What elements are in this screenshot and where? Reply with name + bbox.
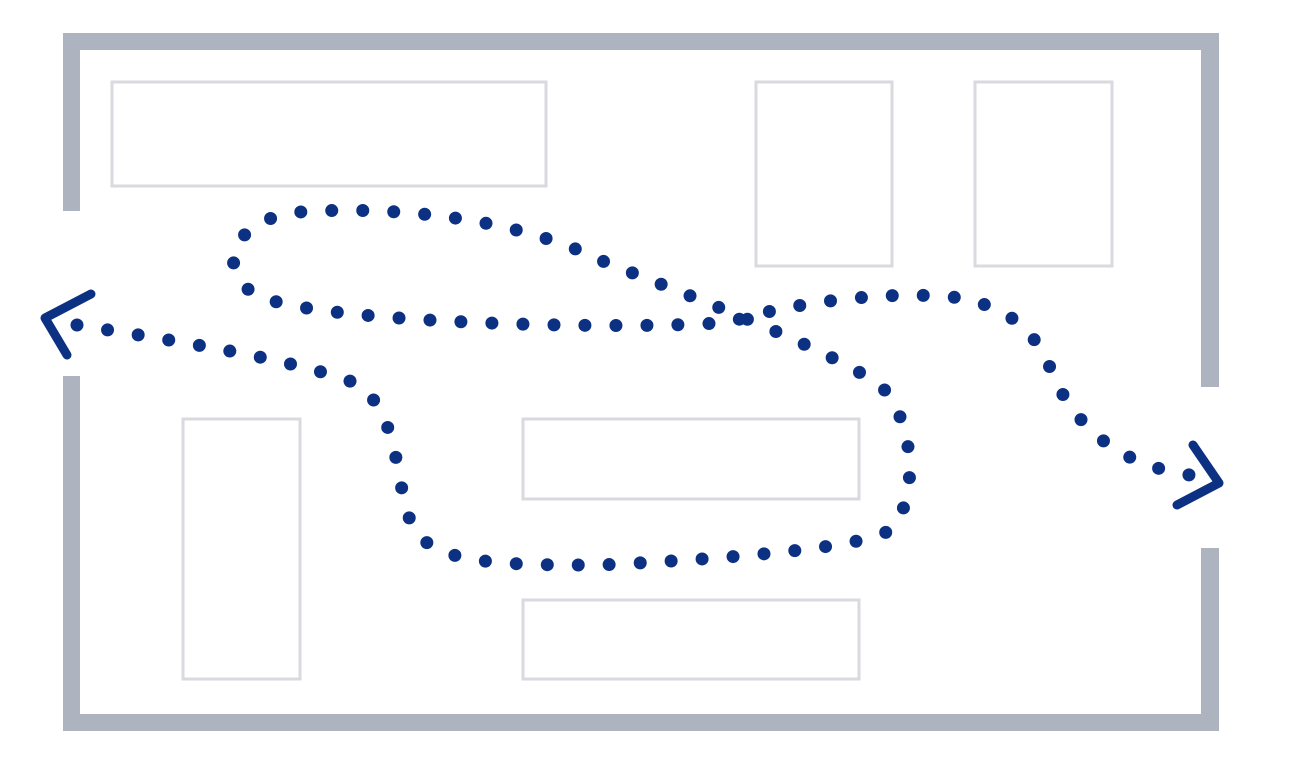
arrow-right-icon: [1172, 440, 1224, 510]
shelf-center-lower: [521, 598, 861, 681]
shelf-center-upper: [521, 417, 861, 501]
dotted-path: [70, 203, 1197, 572]
wall-bottom: [63, 714, 1219, 731]
shelf-top-right: [973, 80, 1114, 268]
wall-right-upper: [1201, 33, 1219, 387]
shelf-top-left: [110, 80, 548, 188]
shelves: [110, 80, 1114, 681]
wall-top: [63, 33, 1219, 50]
shelf-top-middle: [754, 80, 894, 268]
walls: [63, 33, 1219, 731]
wall-left-upper: [63, 33, 80, 211]
wall-left-lower: [63, 376, 80, 731]
wall-right-lower: [1201, 548, 1219, 731]
shelf-bottom-left-tall: [181, 417, 302, 681]
arrow-left-icon: [40, 289, 96, 360]
